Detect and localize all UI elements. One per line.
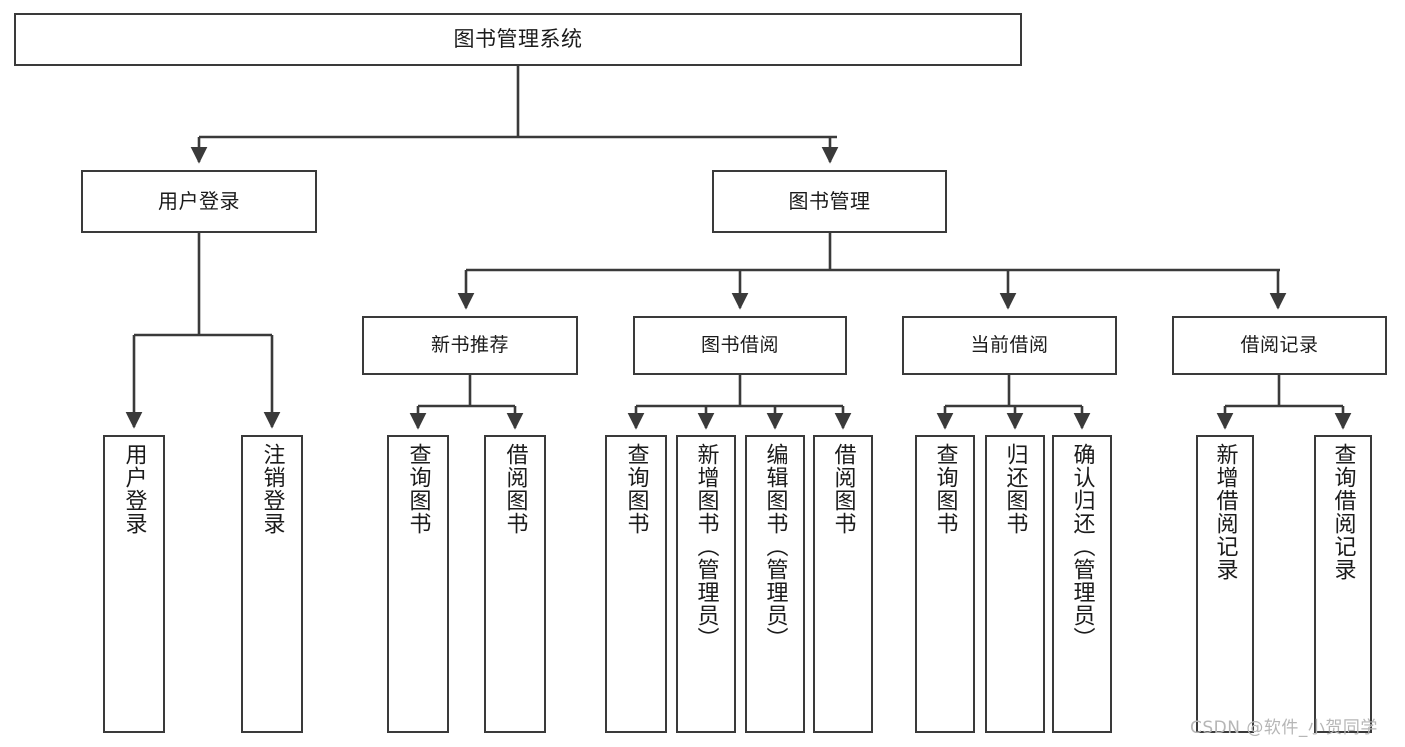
node-label: 查询借阅记录 xyxy=(1330,443,1356,581)
node-label: 当前借阅 xyxy=(970,334,1049,357)
node-label: 图书管理 xyxy=(788,188,871,213)
node-book-management[interactable]: 图书管理 xyxy=(712,170,947,233)
leaf-node[interactable]: 查询图书 xyxy=(605,435,667,733)
node-label: 图书借阅 xyxy=(700,334,779,357)
node-user-login[interactable]: 用户登录 xyxy=(81,170,317,233)
leaf-node[interactable]: 归还图书 xyxy=(985,435,1045,733)
leaf-node[interactable]: 用户登录 xyxy=(103,435,165,733)
node-current-borrow[interactable]: 当前借阅 xyxy=(902,316,1117,375)
node-label: 借阅图书 xyxy=(830,443,856,535)
leaf-node[interactable]: 借阅图书 xyxy=(813,435,873,733)
node-borrow-record[interactable]: 借阅记录 xyxy=(1172,316,1387,375)
node-root[interactable]: 图书管理系统 xyxy=(14,13,1022,66)
node-label: 用户登录 xyxy=(121,443,147,535)
node-label: 新增图书（管理员） xyxy=(693,443,719,650)
leaf-node[interactable]: 注销登录 xyxy=(241,435,303,733)
leaf-node[interactable]: 查询图书 xyxy=(387,435,449,733)
node-label: 注销登录 xyxy=(259,443,285,535)
node-book-borrow[interactable]: 图书借阅 xyxy=(633,316,847,375)
node-label: 用户登录 xyxy=(158,188,240,213)
node-label: 借阅记录 xyxy=(1240,334,1319,357)
node-label: 图书管理系统 xyxy=(453,27,583,52)
leaf-node[interactable]: 新增图书（管理员） xyxy=(676,435,736,733)
leaf-node[interactable]: 编辑图书（管理员） xyxy=(745,435,805,733)
node-label: 新增借阅记录 xyxy=(1212,443,1238,581)
node-label: 查询图书 xyxy=(932,443,958,535)
node-label: 确认归还（管理员） xyxy=(1069,443,1095,650)
leaf-node[interactable]: 确认归还（管理员） xyxy=(1052,435,1112,733)
node-label: 查询图书 xyxy=(405,443,431,535)
leaf-node[interactable]: 查询借阅记录 xyxy=(1314,435,1372,733)
leaf-node[interactable]: 新增借阅记录 xyxy=(1196,435,1254,733)
node-label: 新书推荐 xyxy=(430,334,509,357)
leaf-node[interactable]: 借阅图书 xyxy=(484,435,546,733)
node-label: 借阅图书 xyxy=(502,443,528,535)
leaf-node[interactable]: 查询图书 xyxy=(915,435,975,733)
node-new-book-recommend[interactable]: 新书推荐 xyxy=(362,316,578,375)
node-label: 归还图书 xyxy=(1002,443,1028,535)
node-label: 编辑图书（管理员） xyxy=(762,443,788,650)
node-label: 查询图书 xyxy=(623,443,649,535)
watermark: CSDN @软件_小贺同学 xyxy=(1190,718,1378,738)
